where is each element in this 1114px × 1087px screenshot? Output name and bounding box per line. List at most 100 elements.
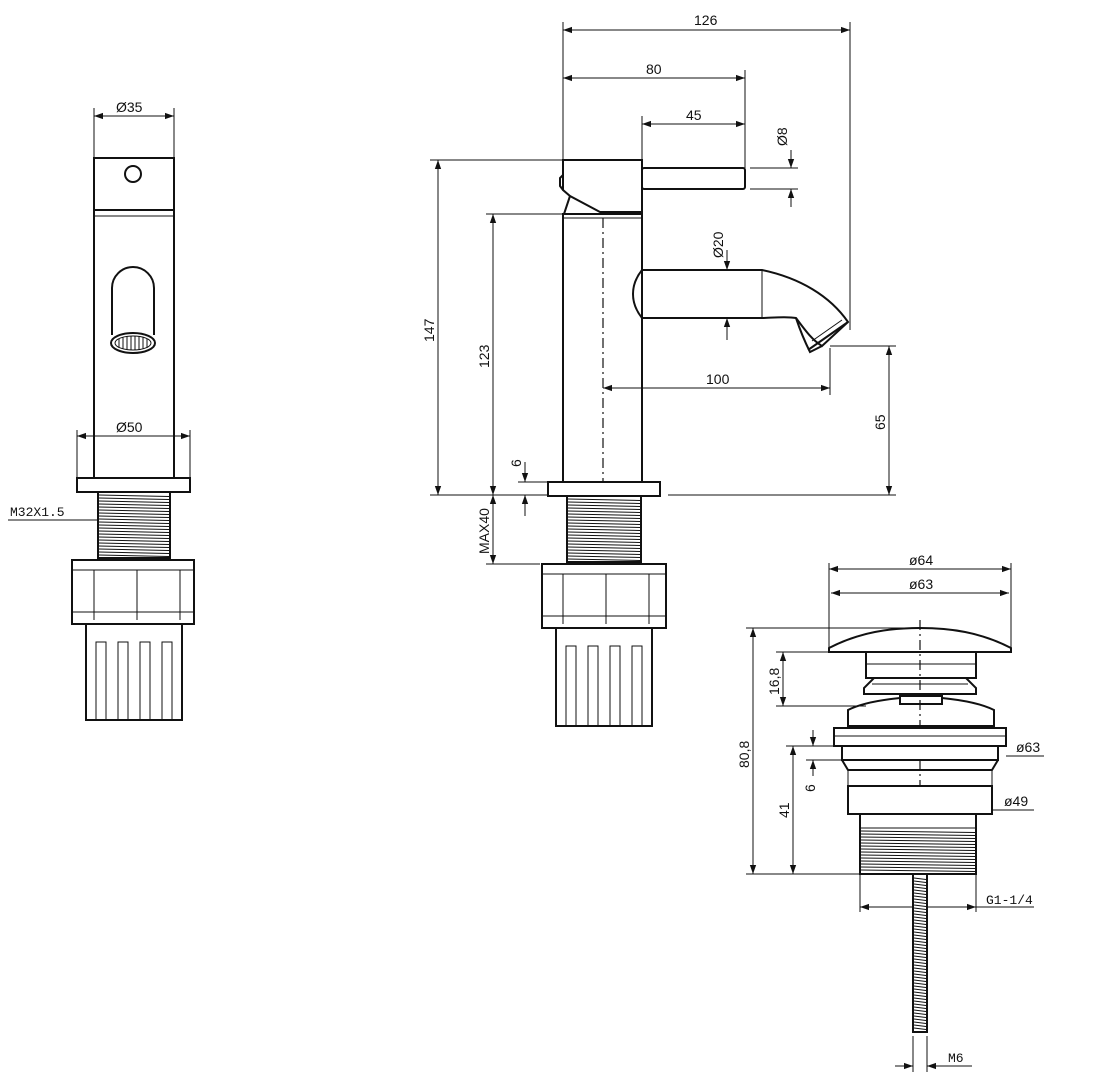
thread-line xyxy=(860,839,976,842)
thread-line xyxy=(913,919,927,922)
thread-line xyxy=(98,548,170,551)
thread-line xyxy=(913,1006,927,1009)
thread-line xyxy=(913,1015,927,1018)
waste-thread-label: G1-1/4 xyxy=(986,893,1033,908)
side-view: 126 80 45 Ø8 Ø20 xyxy=(421,12,896,727)
thread-line xyxy=(98,545,170,548)
thread-line xyxy=(913,1021,927,1024)
thread-line xyxy=(567,498,641,501)
thread-line xyxy=(567,519,641,522)
thread-line xyxy=(913,886,927,889)
front-thread-label: M32X1.5 xyxy=(10,505,65,520)
thread-line xyxy=(913,922,927,925)
thread-line xyxy=(913,952,927,955)
thread-line xyxy=(98,530,170,533)
overall-width-label: 126 xyxy=(694,12,718,28)
waste-body-diameter-label: ø49 xyxy=(1004,793,1028,809)
thread-line xyxy=(567,558,641,561)
spout-outlet xyxy=(111,266,155,335)
lever-diameter-label: Ø8 xyxy=(774,127,790,146)
thread-line xyxy=(860,857,976,860)
thread-line xyxy=(98,554,170,557)
lever-length-label: 45 xyxy=(686,107,702,123)
lever-reach-label: 80 xyxy=(646,61,662,77)
thread-line xyxy=(860,842,976,845)
thread-line xyxy=(913,1009,927,1012)
thread-line xyxy=(98,527,170,530)
thread-line xyxy=(913,880,927,883)
thread-line xyxy=(913,940,927,943)
aerator-mesh xyxy=(118,336,148,350)
thread-line xyxy=(913,931,927,934)
thread-line xyxy=(567,522,641,525)
thread-line xyxy=(913,946,927,949)
thread-line xyxy=(98,497,170,500)
thread-line xyxy=(567,540,641,543)
thread-line xyxy=(567,507,641,510)
max-deck-label: MAX40 xyxy=(476,508,492,554)
thread-line xyxy=(567,549,641,552)
thread-line xyxy=(913,985,927,988)
thread-line xyxy=(567,537,641,540)
waste-cap-height-label: 16,8 xyxy=(766,668,782,695)
thread-line xyxy=(860,860,976,863)
waste-rod-label: M6 xyxy=(948,1051,964,1066)
thread-line xyxy=(567,552,641,555)
thread-line xyxy=(567,525,641,528)
thread-line xyxy=(913,928,927,931)
thread-line xyxy=(98,518,170,521)
thread-line xyxy=(567,543,641,546)
thread-line xyxy=(567,555,641,558)
thread-line xyxy=(913,904,927,907)
thread-line xyxy=(913,889,927,892)
thread-line xyxy=(567,528,641,531)
thread-line xyxy=(913,994,927,997)
thread-line xyxy=(913,1000,927,1003)
waste-body-height-label: 41 xyxy=(776,802,792,818)
thread-line xyxy=(98,509,170,512)
thread-line xyxy=(913,976,927,979)
thread-line xyxy=(913,943,927,946)
thread-line xyxy=(98,500,170,503)
thread-line xyxy=(98,524,170,527)
thread-line xyxy=(913,907,927,910)
thread-line xyxy=(567,546,641,549)
spout-height-label: 65 xyxy=(872,414,888,430)
waste-top-outer-label: ø64 xyxy=(909,552,933,568)
thread-line xyxy=(913,973,927,976)
thread-line xyxy=(860,854,976,857)
front-top-diameter-label: Ø35 xyxy=(116,99,143,115)
waste-view: ø64 ø63 16,8 80,8 ø63 xyxy=(736,552,1044,1072)
thread-line xyxy=(860,833,976,836)
thread-line xyxy=(98,506,170,509)
thread-line xyxy=(98,515,170,518)
thread-line xyxy=(98,539,170,542)
thread-line xyxy=(913,991,927,994)
body-height-label: 123 xyxy=(476,344,492,368)
thread-line xyxy=(913,925,927,928)
thread-line xyxy=(567,516,641,519)
thread-line xyxy=(913,910,927,913)
thread-line xyxy=(98,536,170,539)
thread-line xyxy=(98,512,170,515)
thread-line xyxy=(913,1003,927,1006)
thread-line xyxy=(860,866,976,869)
thread-line xyxy=(98,542,170,545)
thread-line xyxy=(567,531,641,534)
base-thickness-label: 6 xyxy=(508,459,524,467)
waste-flange-thickness-label: 6 xyxy=(802,784,818,792)
thread-line xyxy=(860,830,976,833)
thread-line xyxy=(567,513,641,516)
thread-line xyxy=(913,892,927,895)
thread-line xyxy=(913,982,927,985)
thread-line xyxy=(913,1024,927,1027)
overall-height-label: 147 xyxy=(421,318,437,342)
thread-line xyxy=(913,949,927,952)
thread-line xyxy=(913,955,927,958)
thread-line xyxy=(913,937,927,940)
thread-line xyxy=(913,913,927,916)
spout-reach-label: 100 xyxy=(706,371,730,387)
thread-line xyxy=(860,836,976,839)
thread-line xyxy=(567,510,641,513)
thread-line xyxy=(913,979,927,982)
